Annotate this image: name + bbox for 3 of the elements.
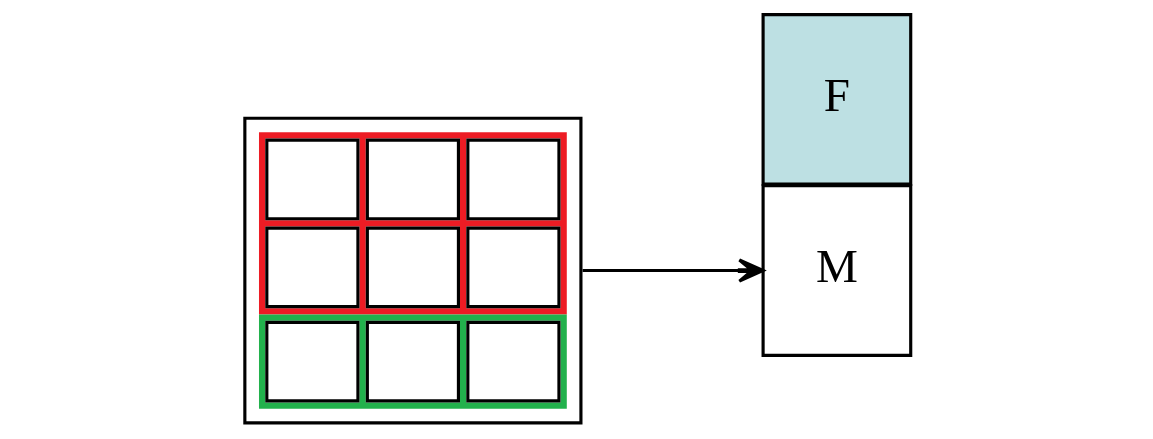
node-box: F xyxy=(761,13,912,186)
node-box: M xyxy=(761,184,912,357)
arrow xyxy=(582,258,765,283)
